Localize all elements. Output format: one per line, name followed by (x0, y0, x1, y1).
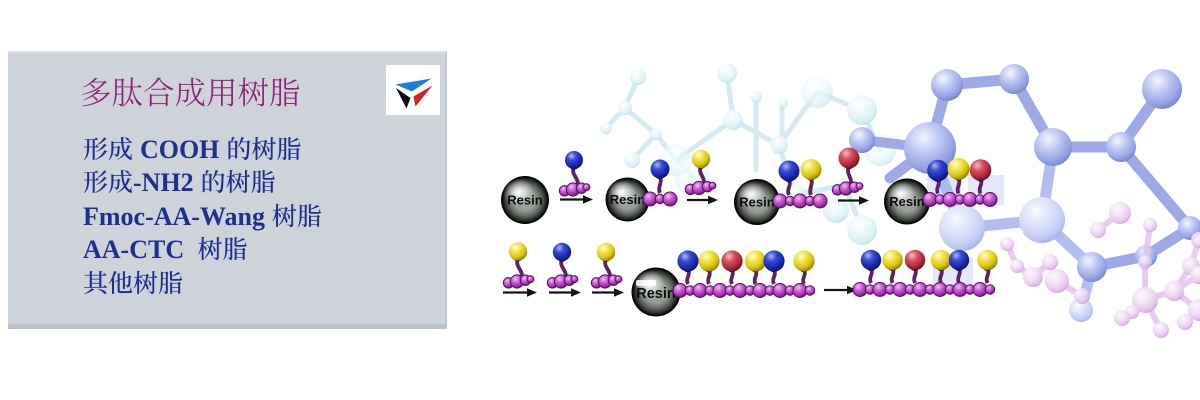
svg-text:Resin: Resin (636, 286, 676, 302)
svg-text:Resin: Resin (610, 192, 645, 207)
svg-text:Resin: Resin (739, 195, 774, 210)
svg-text:Resin: Resin (507, 193, 542, 208)
svg-text:Resin: Resin (889, 194, 924, 209)
